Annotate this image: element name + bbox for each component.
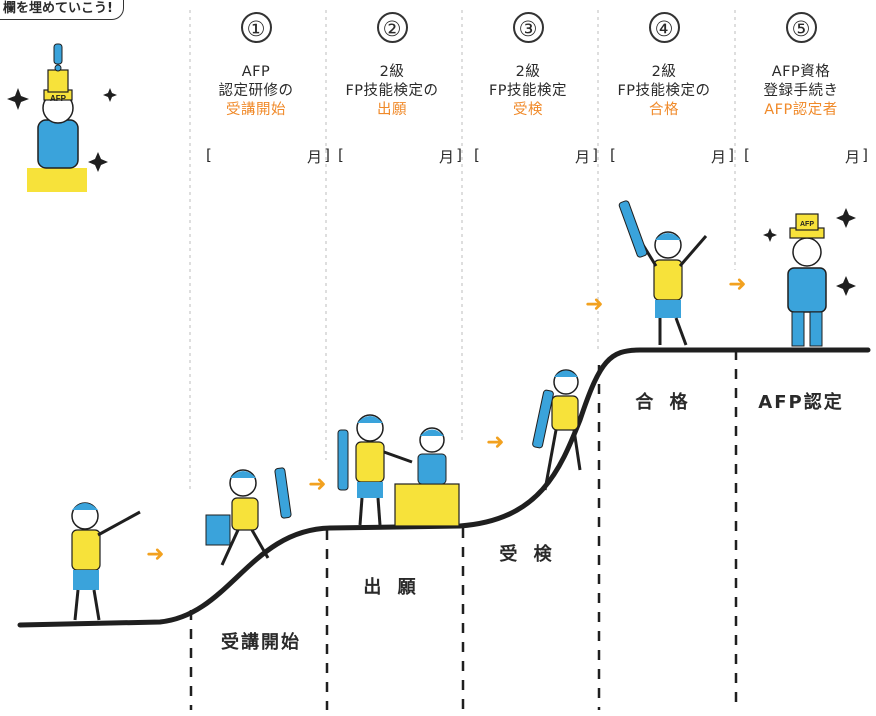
celebrating-figure bbox=[618, 200, 708, 346]
arrow-icon: ➜ bbox=[486, 430, 505, 455]
month-label: 月 bbox=[844, 148, 860, 166]
step-highlight: 受講開始 bbox=[226, 102, 286, 118]
bracket-open: [ bbox=[474, 146, 480, 164]
step-2: ② 2級 FP技能検定の 出願 bbox=[327, 12, 457, 120]
month-label: 月 bbox=[438, 148, 454, 166]
speech-bubble: 欄を埋めていこう! bbox=[0, 0, 124, 20]
step-line: 2級 bbox=[379, 64, 405, 80]
bracket-close: ] bbox=[324, 146, 330, 164]
step-highlight: 受検 bbox=[513, 102, 543, 118]
bracket-close: ] bbox=[592, 146, 598, 164]
stage-label-exam: 受 検 bbox=[499, 544, 557, 565]
step-number: ⑤ bbox=[785, 12, 817, 43]
runner-pointing bbox=[71, 502, 141, 621]
step-line: FP技能検定の bbox=[617, 83, 711, 99]
bracket-close: ] bbox=[456, 146, 462, 164]
step-1: ① AFP 認定研修の 受講開始 bbox=[191, 12, 321, 120]
teacher-figure: AFP bbox=[27, 43, 87, 192]
sparkle-icons bbox=[7, 88, 856, 296]
step-number: ② bbox=[376, 12, 408, 43]
arrow-icon: ➜ bbox=[308, 472, 327, 497]
step-4: ④ 2級 FP技能検定の 合格 bbox=[599, 12, 729, 120]
certified-figure: AFP bbox=[787, 213, 827, 347]
step-number: ① bbox=[240, 12, 272, 43]
step-line: 2級 bbox=[515, 64, 541, 80]
month-field-5[interactable]: [ 月 ] bbox=[744, 146, 868, 168]
progress-path bbox=[17, 347, 871, 628]
teacher-hat-label: AFP bbox=[50, 94, 67, 103]
stage-label-pass: 合 格 bbox=[635, 392, 693, 413]
step-5: ⑤ AFP資格 登録手続き AFP認定者 bbox=[736, 12, 866, 120]
stage-label-apply: 出 願 bbox=[363, 577, 421, 598]
month-field-2[interactable]: [ 月 ] bbox=[338, 146, 462, 168]
arrow-icon: ➜ bbox=[585, 292, 604, 317]
step-highlight: AFP認定者 bbox=[764, 102, 838, 118]
bracket-open: [ bbox=[206, 146, 212, 164]
step-number: ④ bbox=[648, 12, 680, 43]
step-highlight: 出願 bbox=[377, 102, 407, 118]
stage-label-certified: AFP認定 bbox=[758, 392, 844, 413]
month-label: 月 bbox=[306, 148, 322, 166]
step-line: AFP資格 bbox=[771, 64, 831, 80]
column-separators bbox=[189, 10, 736, 490]
step-line: AFP bbox=[241, 64, 271, 80]
step-line: FP技能検定 bbox=[488, 83, 568, 99]
bracket-open: [ bbox=[610, 146, 616, 164]
speech-bubble-text: 欄を埋めていこう! bbox=[3, 1, 113, 16]
arrow-icon: ➜ bbox=[728, 272, 747, 297]
bracket-close: ] bbox=[862, 146, 868, 164]
step-line: 2級 bbox=[651, 64, 677, 80]
step-3: ③ 2級 FP技能検定 受検 bbox=[463, 12, 593, 120]
runner-with-book bbox=[205, 467, 292, 566]
step-highlight: 合格 bbox=[649, 102, 679, 118]
month-field-4[interactable]: [ 月 ] bbox=[610, 146, 734, 168]
stage-separators bbox=[189, 350, 738, 710]
certified-hat-label: AFP bbox=[800, 221, 814, 228]
step-line: FP技能検定の bbox=[345, 83, 439, 99]
bracket-close: ] bbox=[728, 146, 734, 164]
step-number: ③ bbox=[512, 12, 544, 43]
month-label: 月 bbox=[574, 148, 590, 166]
bracket-open: [ bbox=[338, 146, 344, 164]
bracket-open: [ bbox=[744, 146, 750, 164]
step-line: 認定研修の bbox=[218, 83, 294, 99]
arrow-icon: ➜ bbox=[146, 542, 165, 567]
step-line: 登録手続き bbox=[763, 83, 839, 99]
stage-label-start: 受講開始 bbox=[221, 632, 301, 653]
month-label: 月 bbox=[710, 148, 726, 166]
month-field-1[interactable]: [ 月 ] bbox=[206, 146, 330, 168]
month-field-3[interactable]: [ 月 ] bbox=[474, 146, 598, 168]
climber-figure bbox=[532, 369, 582, 491]
applicant-figure bbox=[337, 414, 460, 527]
